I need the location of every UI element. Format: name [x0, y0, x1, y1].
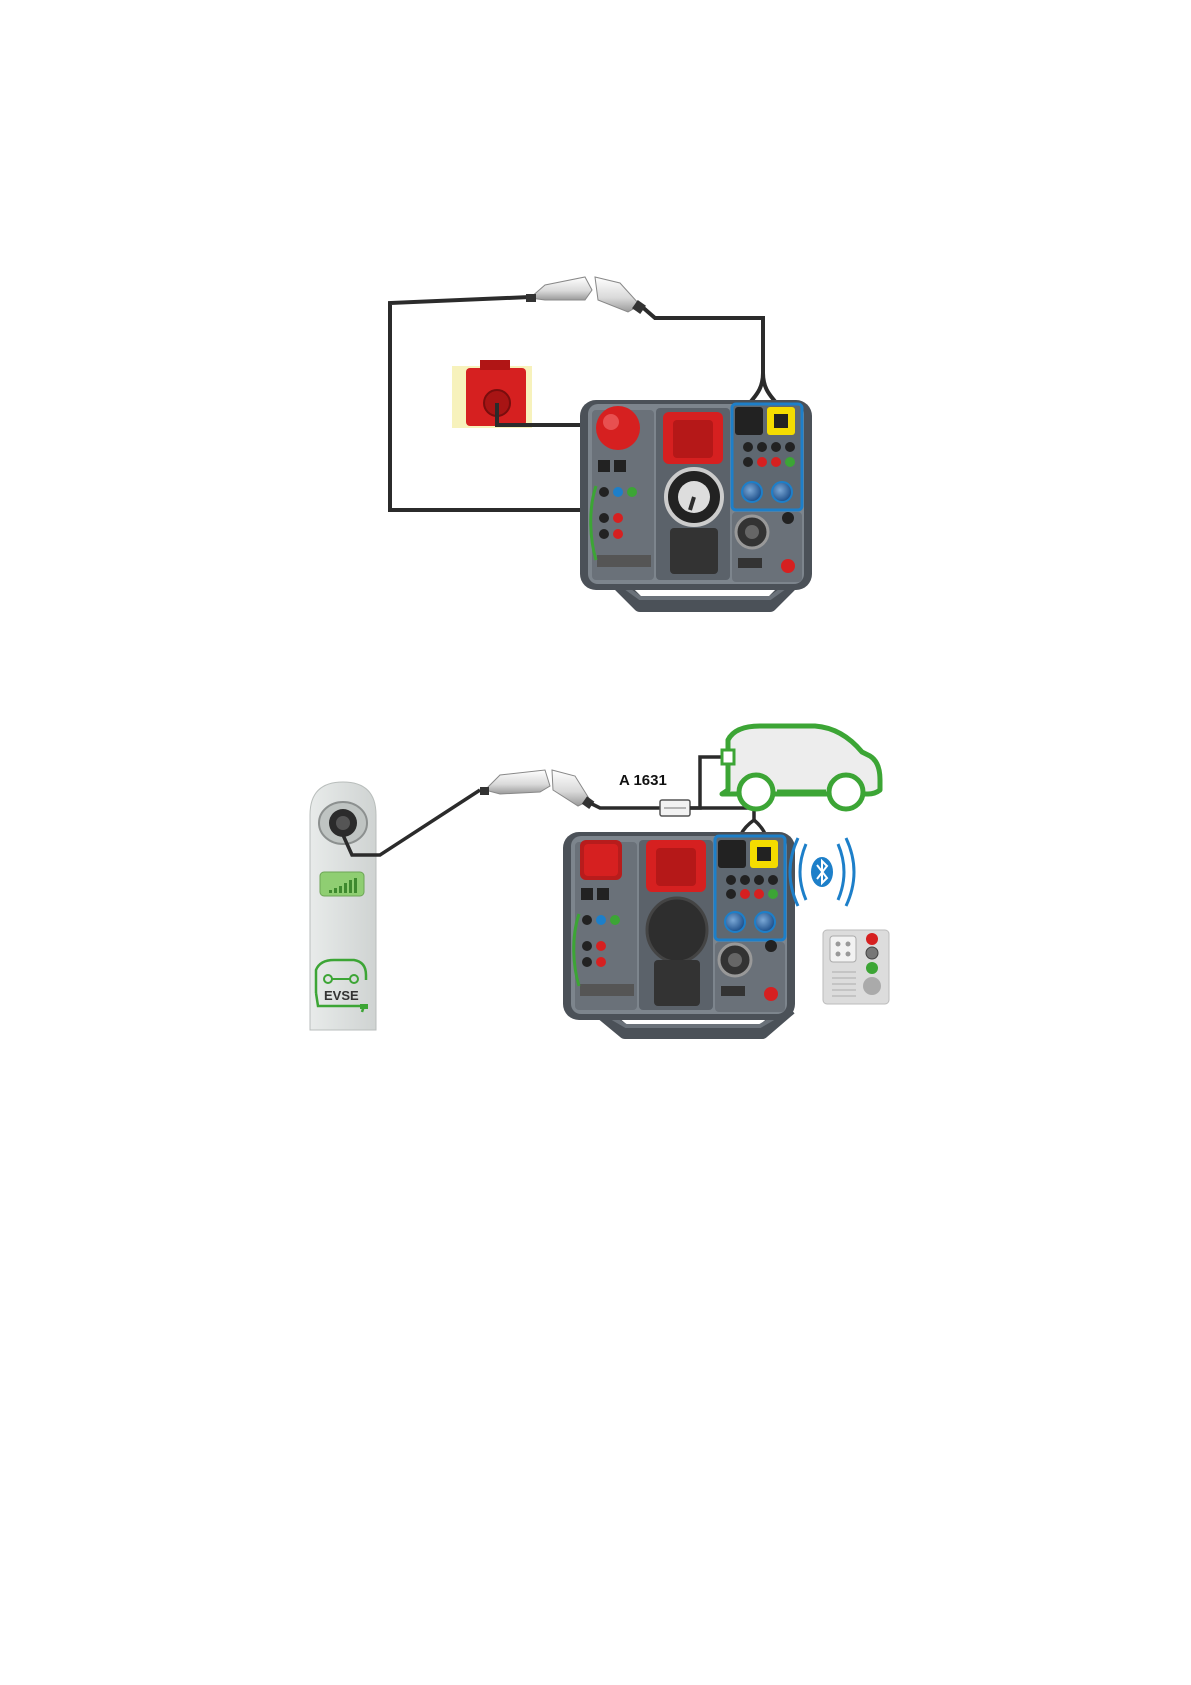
evse-station: EVSE	[310, 782, 376, 1030]
red-3phase-socket-icon	[452, 360, 532, 428]
ev-connector-plug-icon	[526, 277, 646, 314]
remote-control-icon	[823, 930, 889, 1004]
car-icon	[722, 726, 880, 809]
bottom-diagram: EVSE A 1631	[310, 726, 889, 1032]
adapter-a1631	[660, 800, 690, 816]
evse-label: EVSE	[324, 988, 359, 1003]
bluetooth-icon	[790, 838, 854, 906]
adapter-label: A 1631	[619, 772, 667, 789]
instrument-bottom	[563, 832, 795, 1032]
instrument-top	[580, 400, 812, 605]
top-diagram	[390, 277, 812, 605]
ev-connector-bottom-icon	[480, 770, 594, 809]
top-right-cable	[640, 305, 763, 408]
